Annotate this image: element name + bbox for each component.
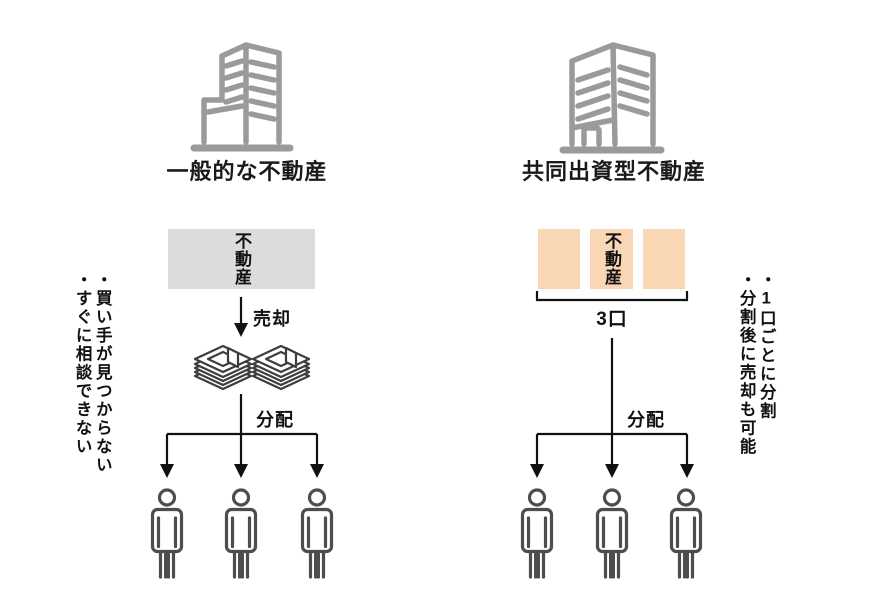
units-bracket	[535, 291, 689, 302]
building-icon	[559, 42, 665, 154]
left-distribute-label: 分配	[256, 410, 294, 430]
person-icon	[300, 488, 334, 579]
person-icon	[595, 488, 629, 579]
right-distribute-label: 分配	[627, 410, 665, 430]
right-asset-box: 不動産	[590, 229, 633, 289]
person-icon	[150, 488, 184, 579]
note-item: ・分割後に売却も可能	[737, 271, 756, 456]
person-icon	[520, 488, 554, 579]
left-distribution-arrows	[160, 394, 324, 478]
right-distribution-arrows	[530, 338, 694, 478]
left-asset-box: 不動産	[168, 229, 315, 289]
right-asset-box	[538, 229, 580, 289]
left-asset-box-label: 不動産	[232, 232, 252, 286]
right-asset-box	[643, 229, 685, 289]
left-panel-notes: ・買い手が見つからない ・すぐに相談できない	[72, 271, 112, 481]
person-icon	[224, 488, 258, 579]
right-panel-title: 共同出資型不動産	[522, 159, 707, 184]
person-icon	[669, 488, 703, 579]
building-icon	[190, 42, 294, 152]
right-asset-box-label: 不動産	[602, 232, 622, 286]
note-item: ・1口ごとに分割	[757, 271, 776, 421]
left-panel-title: 一般的な不動産	[166, 159, 328, 184]
units-label: 3口	[596, 309, 628, 330]
sell-arrow	[234, 297, 248, 337]
right-panel-notes: ・1口ごとに分割 ・分割後に売却も可能	[736, 271, 776, 481]
note-item: ・買い手が見つからない	[93, 271, 112, 475]
note-item: ・すぐに相談できない	[73, 271, 92, 456]
sell-arrow-label: 売却	[253, 309, 291, 329]
